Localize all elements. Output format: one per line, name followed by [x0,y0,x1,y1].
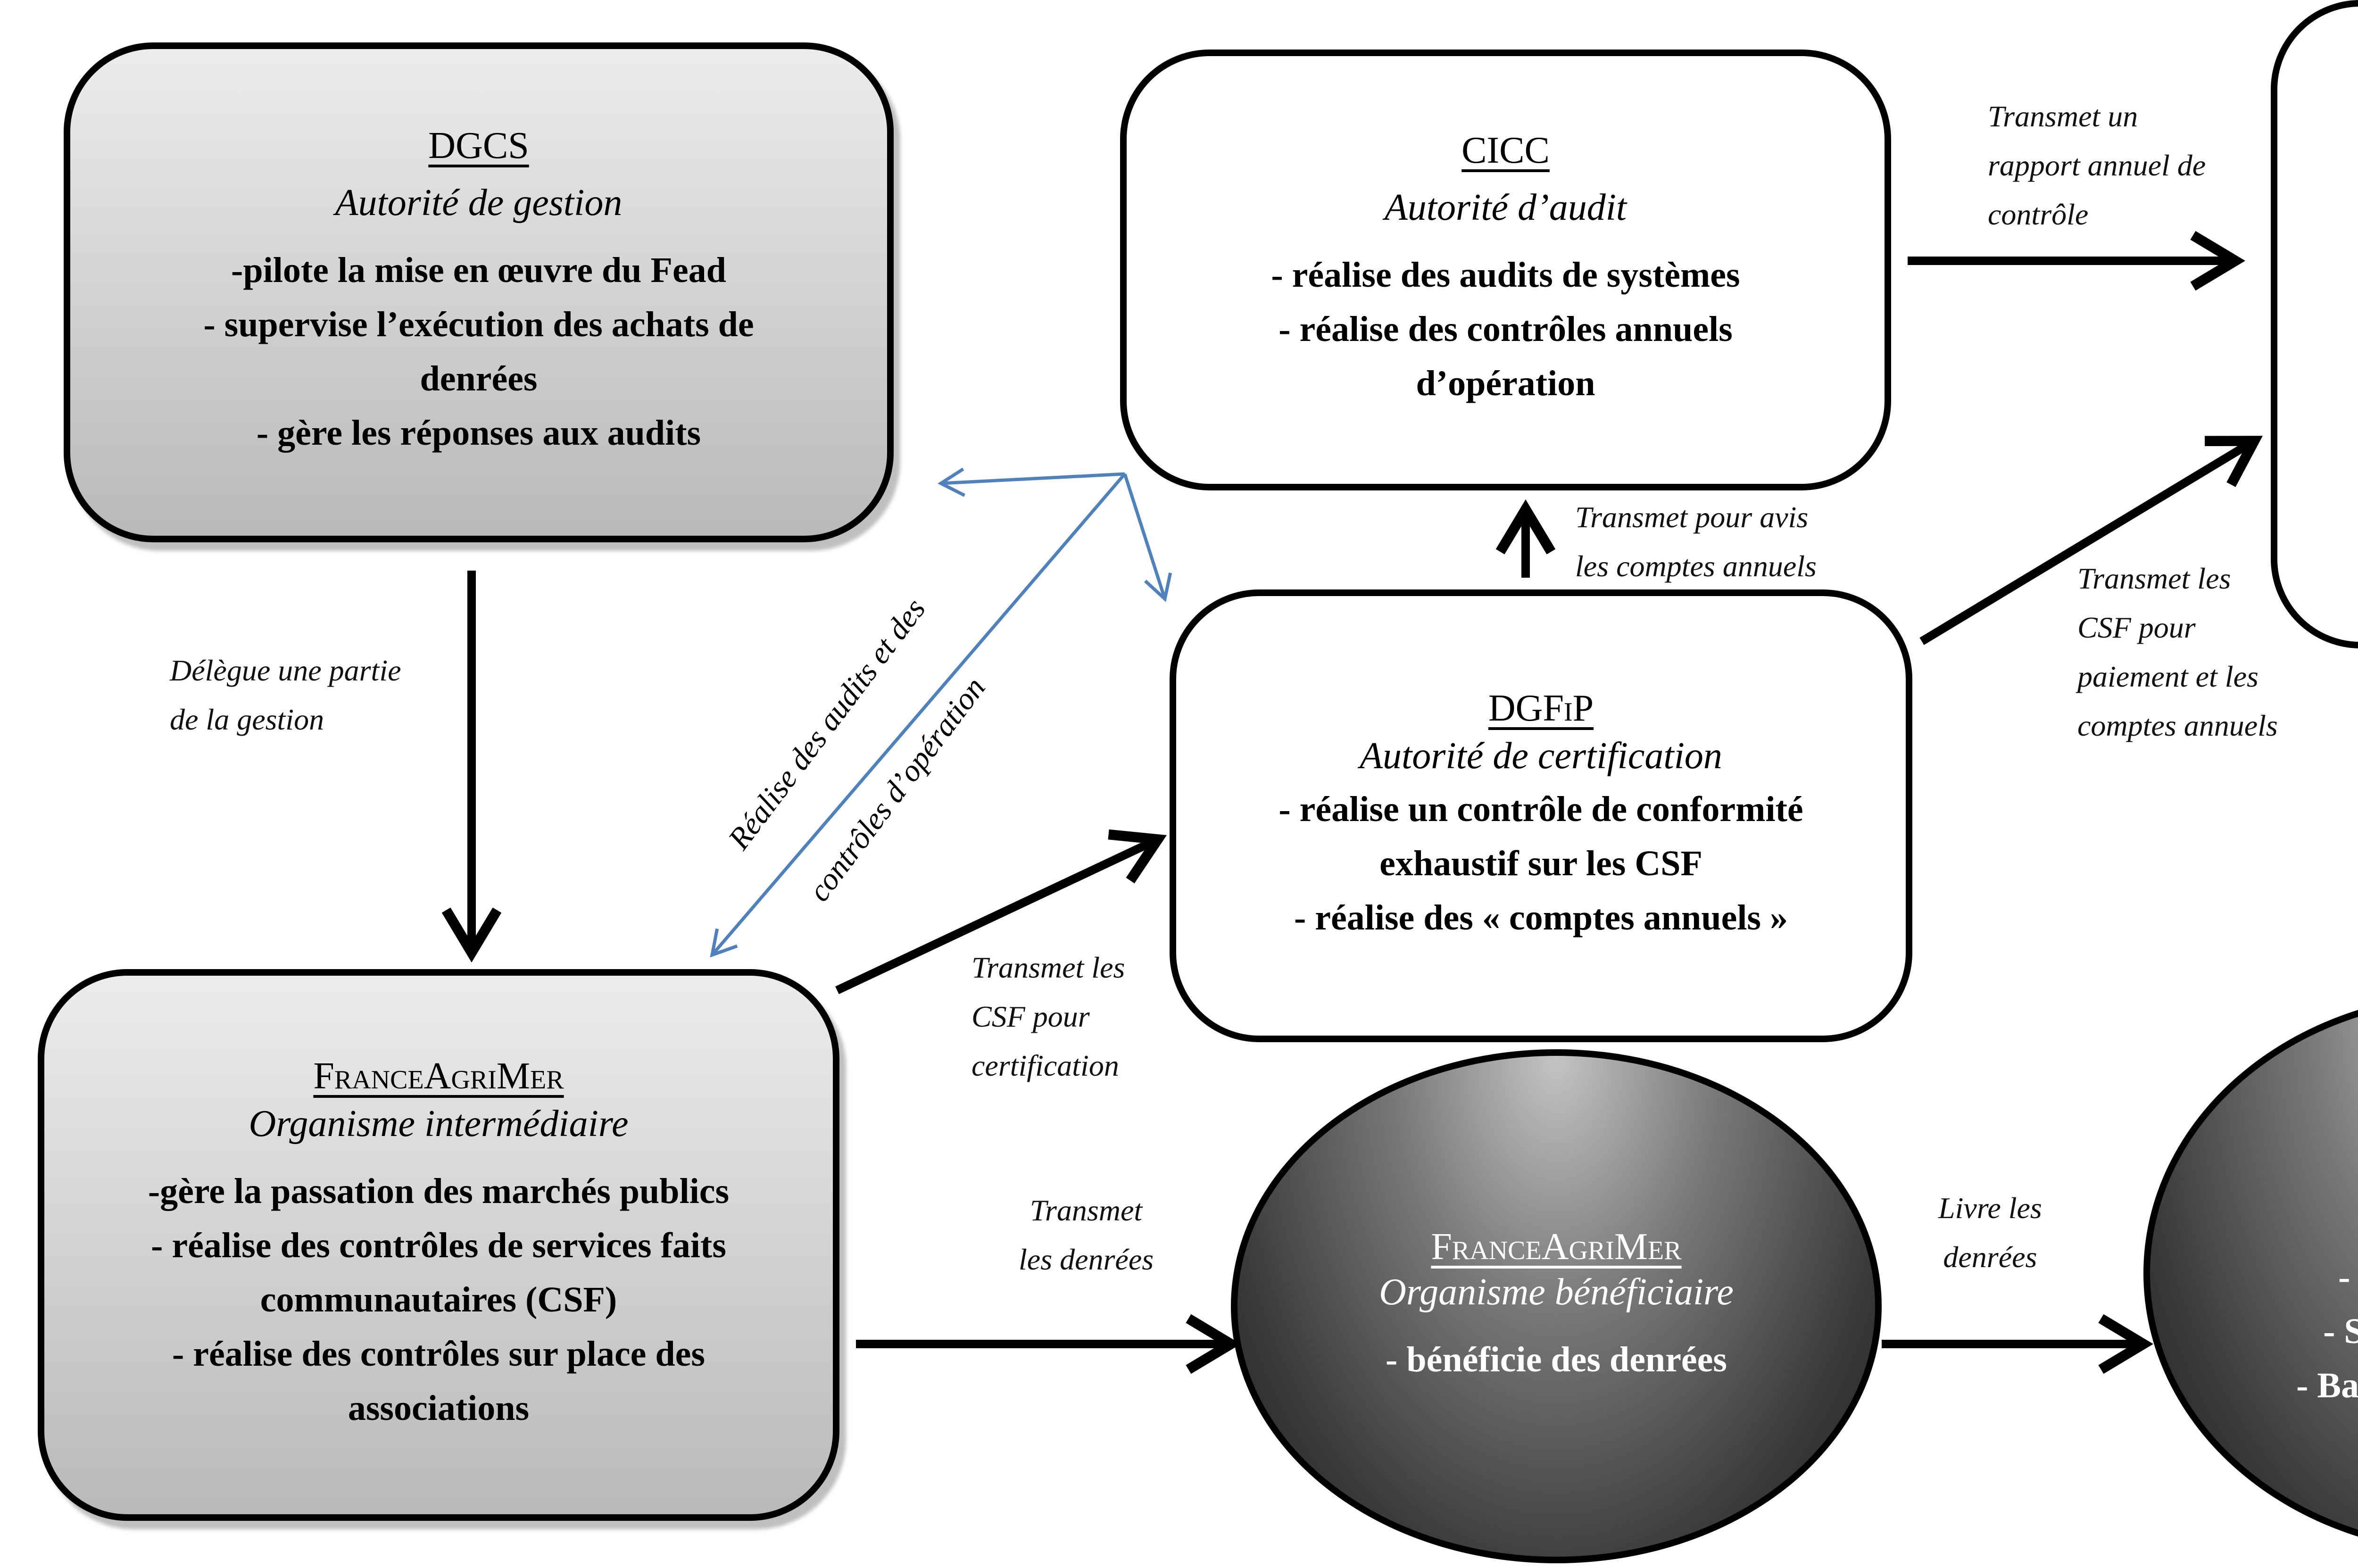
label-livre: Livre les denrées [1938,1184,2042,1282]
label-line: denrées [1943,1240,2037,1274]
label-line: CSF pour [2077,611,2196,644]
audit-arrow-to-dgfip [1123,473,1172,602]
fam-beneficiaire-subtitle: Organisme bénéficiaire [1379,1271,1734,1313]
label-line: paiement et les [2077,660,2258,693]
label-delegue: Délègue une partie de la gestion [170,646,401,744]
dgfip-title: DGFiP [1488,687,1594,729]
label-line: comptes annuels [2077,709,2278,742]
cicc-line: - réalise des audits de systèmes [1271,255,1740,295]
dgcs-line: - gère les réponses aux audits [256,413,701,453]
label-line: CSF pour [971,1000,1090,1033]
fam-intermediaire-line: - réalise des contrôles sur place des [172,1334,705,1374]
label-line: Transmet les [2077,562,2231,595]
fam-intermediaire-subtitle: Organisme intermédiaire [249,1103,629,1145]
label-line: les denrées [1019,1243,1154,1276]
dgfip-line: - réalise un contrôle de conformité [1279,789,1803,829]
label-audits-line1: Réalise des audits et des [722,592,932,856]
label-line: rapport annuel de [1988,149,2206,182]
fam-intermediaire-line: -gère la passation des marchés publics [148,1171,730,1211]
label-line: certification [971,1049,1119,1082]
dgfip-line: - réalise des « comptes annuels » [1294,897,1788,937]
cicc-title: CICC [1461,130,1550,171]
label-line: Délègue une partie [170,654,401,687]
audit-arrow-to-fam [710,473,1126,958]
label-denrees: Transmet les denrées [1019,1186,1154,1284]
dgcs-subtitle: Autorité de gestion [335,182,623,224]
label-avis: Transmet pour avis les comptes annuels [1575,493,1817,591]
cicc-line: - réalise des contrôles annuels [1279,309,1733,349]
cicc-subtitle: Autorité d’audit [1384,187,1627,228]
fam-intermediaire-line: communautaires (CSF) [260,1279,617,1319]
dgcs-line: denrées [420,359,538,398]
label-certification: Transmet les CSF pour certification [971,943,1125,1090]
label-line: Transmet un [1988,100,2138,133]
audit-arrow-to-dgcs [937,467,1125,497]
fam-intermediaire-title: FranceAgriMer [313,1055,564,1097]
associations-item: - Secours populaire [2323,1311,2358,1351]
fam-intermediaire-line: associations [348,1388,530,1428]
node-associations: Associations - Croix rouge - Restos du C… [2143,993,2358,1554]
dgcs-title: DGCS [428,125,529,166]
associations-item: - Banques alimentaires [2296,1365,2358,1405]
dgfip-line: exhaustif sur les CSF [1379,843,1702,883]
label-rapport: Transmet un rapport annuel de contrôle [1988,92,2206,239]
associations-item: - Restos du Cœur [2338,1257,2358,1297]
label-line: les comptes annuels [1575,549,1817,583]
fam-beneficiaire-title: FranceAgriMer [1431,1226,1682,1268]
node-commission: Commission européenne DG Emploi, affaire… [2271,0,2358,648]
label-line: Livre les [1938,1191,2042,1225]
fam-intermediaire-line: - réalise des contrôles de services fait… [151,1225,726,1265]
dgcs-line: - supervise l’exécution des achats de [203,305,754,344]
cicc-line: d’opération [1416,364,1595,403]
label-paiement: Transmet les CSF pour paiement et les co… [2077,554,2278,750]
dgcs-line: -pilote la mise en œuvre du Fead [231,250,726,290]
label-line: Transmet [1030,1194,1143,1227]
node-franceagrimer-intermediaire: FranceAgriMer Organisme intermédiaire -g… [38,969,839,1521]
node-cicc: CICC Autorité d’audit - réalise des audi… [1120,50,1891,490]
label-line: Transmet les [971,951,1125,984]
fam-beneficiaire-line: - bénéficie des denrées [1386,1340,1727,1379]
label-line: de la gestion [170,703,324,736]
node-dgcs: DGCS Autorité de gestion -pilote la mise… [64,42,894,542]
label-line: Transmet pour avis [1575,500,1809,534]
label-line: contrôle [1988,198,2089,231]
node-franceagrimer-beneficiaire: FranceAgriMer Organisme bénéficiaire - b… [1231,1049,1882,1563]
dgfip-subtitle: Autorité de certification [1360,735,1722,777]
node-dgfip: DGFiP Autorité de certification - réalis… [1170,589,1912,1042]
